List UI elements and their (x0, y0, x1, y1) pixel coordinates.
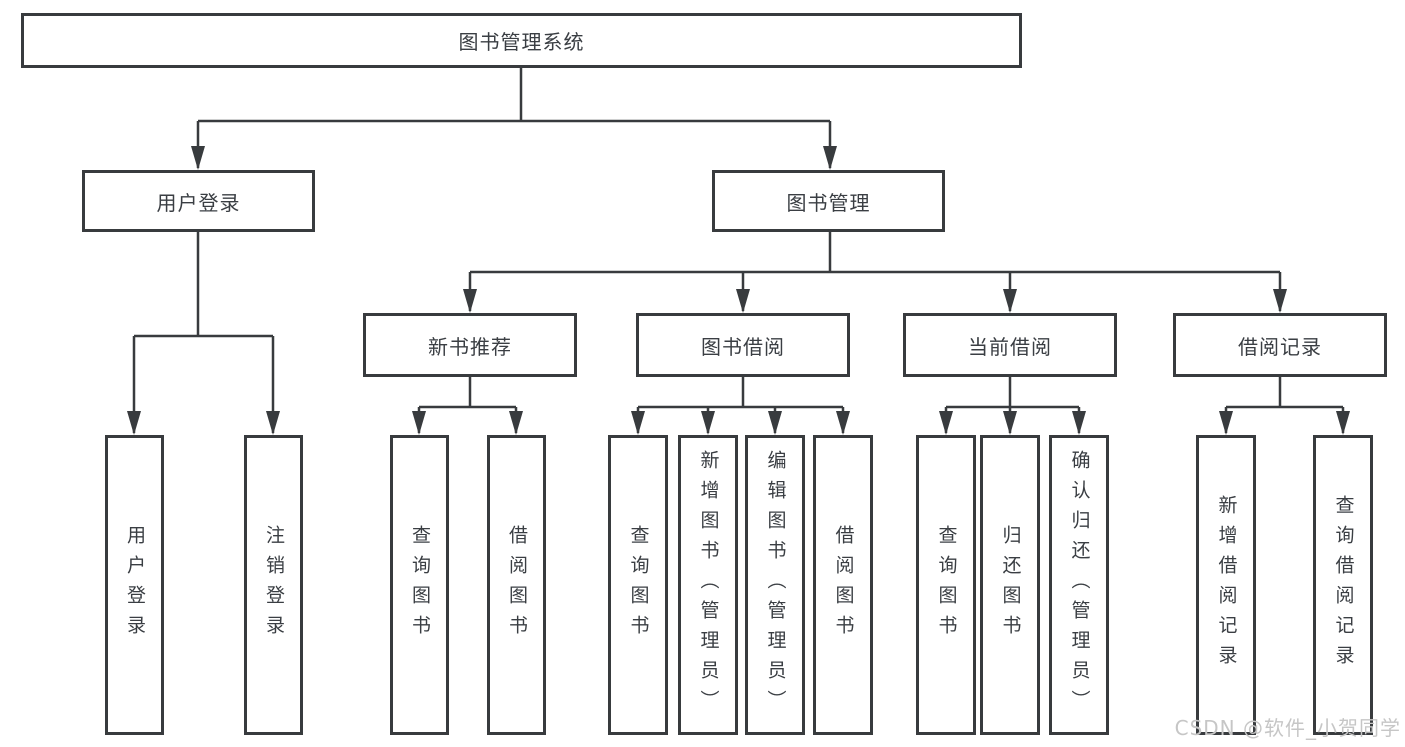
node-current-borrow: 当前借阅 (903, 313, 1117, 377)
connector-borrow-records-to-leaves (1224, 377, 1345, 433)
leaf-bb-query-books: 查询图书 (608, 435, 668, 735)
connector-book-borrow-to-leaves (636, 377, 845, 433)
arrowheads (127, 146, 1350, 435)
leaf-rec-query-books: 查询图书 (390, 435, 449, 735)
connector-new-book-rec-to-leaves (417, 377, 518, 433)
node-book-mgmt: 图书管理 (712, 170, 945, 232)
connector-root-to-level2 (196, 68, 832, 168)
leaf-cb-query-books: 查询图书 (916, 435, 976, 735)
leaf-cb-confirm-return-admin: 确认归还（管理员） (1049, 435, 1109, 735)
leaf-br-add-record: 新增借阅记录 (1196, 435, 1256, 735)
leaf-bb-add-books-admin: 新增图书（管理员） (678, 435, 738, 735)
node-book-borrow: 图书借阅 (636, 313, 850, 377)
watermark: CSDN @软件_小贺同学 (1174, 716, 1401, 740)
leaf-rec-borrow-books: 借阅图书 (487, 435, 546, 735)
leaf-br-query-record: 查询借阅记录 (1313, 435, 1373, 735)
node-user-login: 用户登录 (82, 170, 315, 232)
node-root: 图书管理系统 (21, 13, 1022, 68)
leaf-logout: 注销登录 (244, 435, 303, 735)
leaf-bb-borrow-books: 借阅图书 (813, 435, 873, 735)
connector-book-mgmt-to-level3 (468, 232, 1282, 311)
leaf-bb-edit-books-admin: 编辑图书（管理员） (745, 435, 805, 735)
leaf-cb-return-books: 归还图书 (980, 435, 1040, 735)
connector-user-login-to-leaves (132, 232, 275, 433)
leaf-user-login: 用户登录 (105, 435, 164, 735)
node-borrow-records: 借阅记录 (1173, 313, 1387, 377)
node-new-book-rec: 新书推荐 (363, 313, 577, 377)
